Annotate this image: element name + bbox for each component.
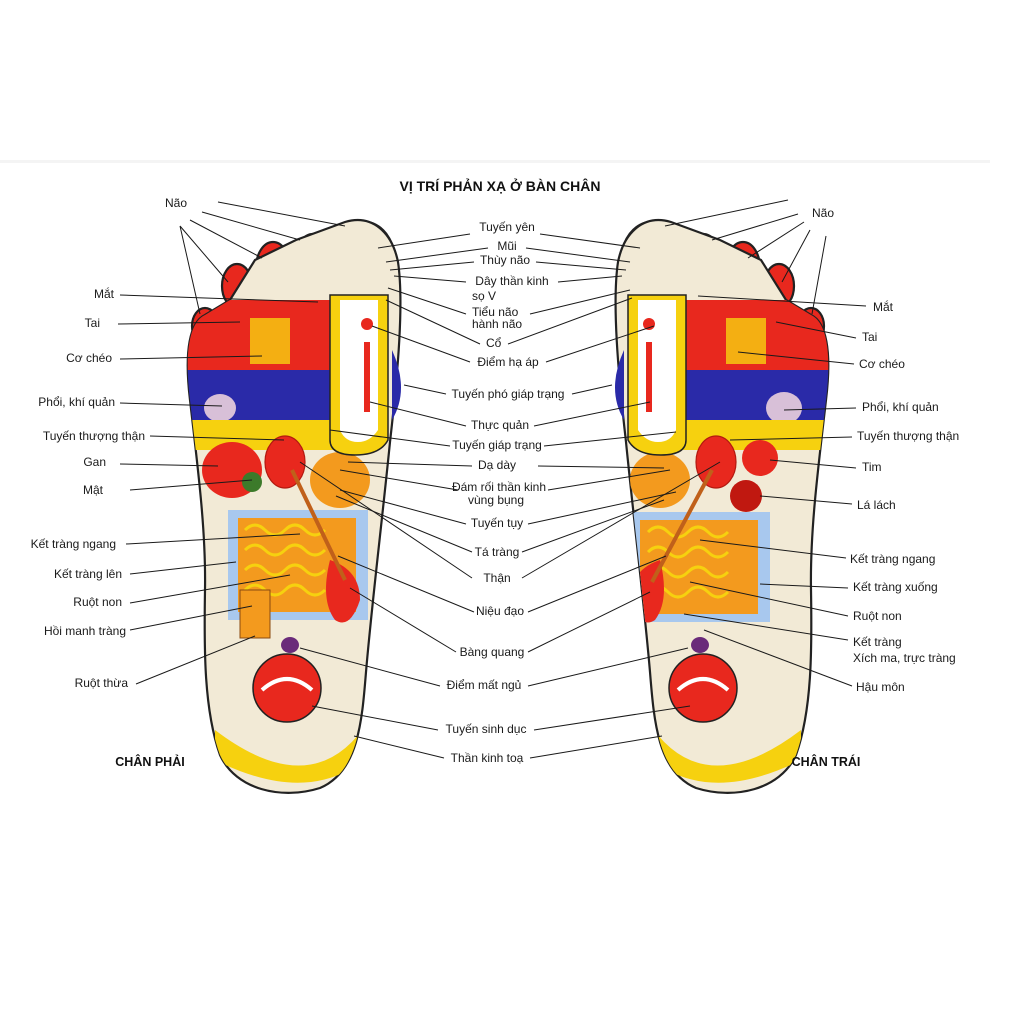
center-label-column: Tuyến yên Mũi Thùy não Dây thần kinh sọ … xyxy=(299,220,721,765)
label-ket-trang-xuong: Kết tràng xuống xyxy=(853,580,938,594)
bronchus-spot xyxy=(766,392,802,424)
gonad-zone xyxy=(252,653,322,723)
lung-zone xyxy=(187,370,340,420)
label-hau-mon: Hậu môn xyxy=(856,680,905,694)
label-ket-trang-len: Kết tràng lên xyxy=(54,567,122,581)
left-foot xyxy=(614,219,830,794)
insomnia-spot xyxy=(281,637,299,653)
ureter-line xyxy=(650,469,714,583)
label-ruot-thua: Ruột thừa xyxy=(75,676,129,690)
label-phoi-left: Phổi, khí quản xyxy=(38,395,115,409)
label-dam-roi-than-kinh: Đám rối thần kinh xyxy=(452,480,546,494)
label-gan: Gan xyxy=(83,455,106,469)
sciatic-zone xyxy=(641,710,801,783)
sciatic-zone xyxy=(215,710,375,783)
label-mui: Mũi xyxy=(497,239,516,253)
label-tai-left: Tai xyxy=(85,316,100,330)
oblique-muscle-zone xyxy=(726,318,766,364)
label-hanh-nao: hành não xyxy=(472,317,522,331)
kidney-zone xyxy=(695,435,737,489)
parathyroid-zone xyxy=(392,350,401,420)
label-tai-right: Tai xyxy=(862,330,877,344)
label-tuyen-yen: Tuyến yên xyxy=(479,220,535,234)
label-ta-trang: Tá tràng xyxy=(475,545,520,559)
gallbladder-spot xyxy=(242,472,262,492)
label-mat-right: Mắt xyxy=(873,299,894,314)
oblique-muscle-zone xyxy=(250,318,290,364)
hypotension-point xyxy=(643,318,655,330)
label-bang-quang: Bàng quang xyxy=(460,645,525,659)
label-than: Thận xyxy=(483,571,510,585)
label-tuyen-thuong-than-right: Tuyến thượng thận xyxy=(857,429,959,443)
left-foot-caption: CHÂN TRÁI xyxy=(792,754,861,769)
label-xich-ma-truc-trang: Xích ma, trực tràng xyxy=(853,651,956,665)
label-nieu-dao: Niệu đạo xyxy=(476,604,524,618)
right-foot-caption: CHÂN PHẢI xyxy=(115,754,184,769)
ureter-line xyxy=(290,469,347,581)
label-tieu-nao: Tiểu não xyxy=(472,305,519,319)
insomnia-spot xyxy=(691,637,709,653)
bronchus-spot xyxy=(204,394,236,422)
label-hoi-manh-trang: Hồi manh tràng xyxy=(44,624,126,638)
label-diem-ha-ap: Điểm hạ áp xyxy=(477,355,539,369)
label-phoi-right: Phổi, khí quản xyxy=(862,400,939,414)
label-ruot-non-left: Ruột non xyxy=(73,595,122,609)
esophagus-line xyxy=(364,342,370,412)
label-tuyen-pho-giap-trang: Tuyến phó giáp trạng xyxy=(452,387,565,401)
gonad-zone xyxy=(668,653,738,723)
label-tuyen-giap-trang: Tuyến giáp trạng xyxy=(452,438,542,452)
left-label-column: Não Mắt Tai Cơ chéo Phổi, khí quản Tuyến… xyxy=(31,196,346,690)
esophagus-line xyxy=(646,342,652,412)
label-than-kinh-toa: Thần kinh toạ xyxy=(451,751,524,765)
label-da-day: Dạ dày xyxy=(478,458,516,472)
label-mat-left: Mắt xyxy=(94,286,115,301)
label-so-v: sọ V xyxy=(472,289,496,303)
label-tuyen-tuy: Tuyến tụy xyxy=(471,516,523,530)
appendix-zone xyxy=(239,589,271,639)
heart-zone xyxy=(742,440,778,476)
right-foot xyxy=(186,218,402,794)
hypotension-point xyxy=(361,318,373,330)
lung-zone xyxy=(676,370,829,420)
label-day-than-kinh: Dây thần kinh xyxy=(475,274,548,288)
label-ket-trang-ngang-left: Kết tràng ngang xyxy=(31,537,116,551)
chart-title: VỊ TRÍ PHẢN XẠ Ở BÀN CHÂN xyxy=(400,177,601,194)
stomach-zone xyxy=(630,452,690,508)
spleen-zone xyxy=(730,480,762,512)
label-vung-bung: vùng bụng xyxy=(468,493,524,507)
label-tim: Tim xyxy=(862,460,882,474)
top-band xyxy=(0,160,990,163)
parathyroid-zone xyxy=(615,350,624,420)
label-la-lach: Lá lách xyxy=(857,498,896,512)
label-diem-mat-ngu: Điểm mất ngủ xyxy=(447,678,522,692)
label-mat-gallbladder: Mật xyxy=(83,483,104,497)
label-co-cheo-left: Cơ chéo xyxy=(66,351,112,365)
label-ruot-non-right: Ruột non xyxy=(853,609,902,623)
label-ket-trang-ngang-right: Kết tràng ngang xyxy=(850,552,935,566)
label-co-cheo-right: Cơ chéo xyxy=(859,357,905,371)
label-ket-trang-xich-ma: Kết tràng xyxy=(853,635,902,649)
label-tuyen-sinh-duc: Tuyến sinh dục xyxy=(446,722,527,736)
diaphragm-zone xyxy=(187,420,340,450)
label-thuy-nao: Thùy não xyxy=(480,253,530,267)
stomach-zone xyxy=(310,452,370,508)
intestine-coils xyxy=(646,525,730,599)
intestine-coils xyxy=(243,523,327,597)
right-label-column: Não Mắt Tai Cơ chéo Phổi, khí quản Tuyến… xyxy=(664,199,959,694)
bladder-zone xyxy=(326,560,360,623)
label-nao-right: Não xyxy=(812,206,834,220)
gonad-highlight xyxy=(260,677,314,692)
label-nao-left: Não xyxy=(165,196,187,210)
label-co: Cổ xyxy=(486,336,502,350)
label-thuc-quan: Thực quản xyxy=(471,418,529,432)
label-tuyen-thuong-than-left: Tuyến thượng thận xyxy=(43,429,145,443)
gonad-highlight xyxy=(676,677,730,692)
